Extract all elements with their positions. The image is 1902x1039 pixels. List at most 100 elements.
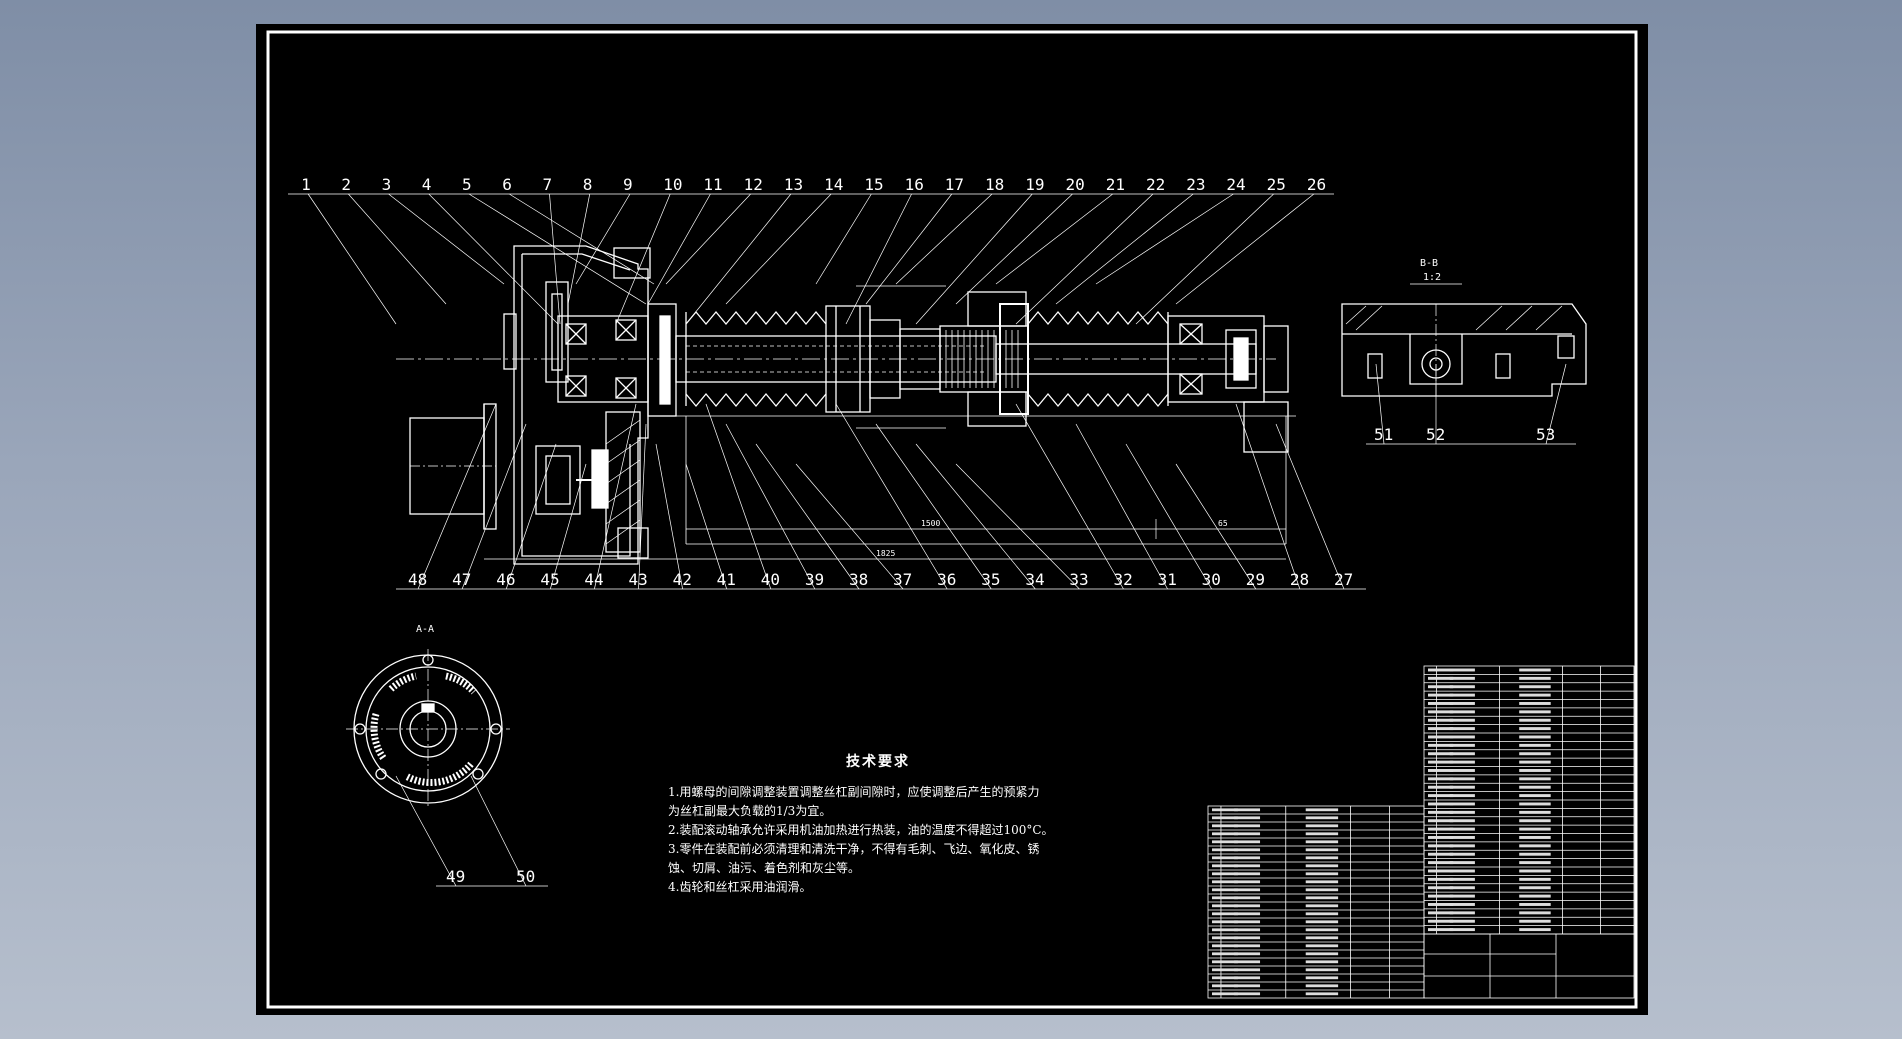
table-cell-text [1428, 693, 1454, 697]
leader-line [955, 463, 1080, 590]
table-cell-text [1305, 896, 1339, 900]
table-cell-text [1212, 880, 1238, 884]
leader-line [895, 193, 993, 285]
leader-line [705, 403, 772, 590]
table-cell-text [1428, 743, 1454, 747]
tech-requirement-line: 为丝杠副最大负载的1/3为宜。 [668, 804, 832, 818]
table-cell-text [1428, 802, 1454, 806]
leader-line [615, 193, 671, 325]
table-cell-text [1449, 735, 1475, 739]
leader-line [505, 443, 557, 590]
balloon-label: 24 [1226, 175, 1245, 194]
balloon-label: 13 [784, 175, 803, 194]
table-cell-text [1519, 802, 1551, 806]
table-cell-text [1234, 856, 1261, 860]
table-cell-text [1212, 928, 1238, 932]
balloon-label: 39 [805, 570, 824, 589]
table-cell-text [1428, 727, 1454, 731]
table-cell-text [1234, 944, 1261, 948]
table-cell-text [1428, 735, 1454, 739]
dimension-1500: 1500 [921, 519, 940, 528]
table-cell-text [1449, 685, 1475, 689]
balloon-label: 22 [1146, 175, 1165, 194]
table-cell-text [1212, 864, 1238, 868]
balloon-label: 25 [1267, 175, 1286, 194]
table-cell-text [1449, 710, 1475, 714]
leader-line [1175, 193, 1315, 305]
balloon-label: 5 [462, 175, 472, 194]
parts-list-table [1207, 665, 1635, 999]
table-cell-text [1428, 852, 1454, 856]
table-cell-text [1212, 824, 1238, 828]
table-cell-text [1519, 785, 1551, 789]
leader-line [1055, 193, 1194, 305]
balloon-label: 37 [893, 570, 912, 589]
table-cell-text [1305, 864, 1339, 868]
table-cell-text [1234, 880, 1261, 884]
leader-line [995, 193, 1113, 285]
table-cell-text [1449, 886, 1475, 890]
table-cell-text [1305, 832, 1339, 836]
table-cell-text [1449, 760, 1475, 764]
table-cell-text [1519, 794, 1551, 798]
table-cell-text [1305, 936, 1339, 940]
table-cell-text [1519, 894, 1551, 898]
tech-requirement-line: 蚀、切屑、油污、着色剂和灰尘等。 [668, 861, 861, 875]
leader-line [395, 775, 457, 887]
table-cell-text [1305, 888, 1339, 892]
table-cell-text [1212, 912, 1238, 916]
table-cell-text [1428, 760, 1454, 764]
leader-line [638, 423, 647, 590]
table-cell-text [1234, 984, 1261, 988]
section-b-scale: 1:2 [1423, 272, 1441, 283]
leader-line [468, 193, 647, 305]
table-cell-text [1449, 810, 1475, 814]
drive-gear [545, 281, 569, 383]
table-cell-text [1305, 848, 1339, 852]
table-cell-text [1519, 903, 1551, 906]
table-cell-text [1212, 976, 1238, 980]
table-cell-text [1449, 861, 1475, 865]
tech-requirement-line: 3.零件在装配前必须清理和清洗干净，不得有毛刺、飞边、氧化皮、锈 [668, 842, 1040, 856]
table-cell-text [1305, 808, 1339, 812]
table-cell-text [1305, 824, 1339, 828]
table-cell-text [1305, 872, 1339, 876]
table-cell-text [1212, 832, 1238, 836]
table-cell-text [1305, 928, 1339, 932]
table-cell-text [1428, 911, 1454, 915]
balloon-label: 26 [1307, 175, 1326, 194]
table-cell-text [1449, 852, 1475, 856]
balloon-label: 4 [422, 175, 432, 194]
table-cell-text [1428, 827, 1454, 831]
table-cell-text [1234, 952, 1261, 956]
table-cell-text [1519, 769, 1551, 772]
balloon-label: 17 [945, 175, 964, 194]
leader-line [1015, 403, 1124, 590]
inner-border [266, 30, 1638, 1009]
table-cell-text [1428, 785, 1454, 789]
table-cell-text [1305, 904, 1339, 908]
table-cell-text [1212, 840, 1238, 844]
table-cell-text [1449, 702, 1475, 705]
table-cell-text [1449, 718, 1475, 722]
leader-line [549, 463, 587, 590]
table-cell-text [1428, 894, 1454, 898]
balloon-label: 16 [905, 175, 924, 194]
table-cell-text [1212, 952, 1238, 956]
main-assembly-view [396, 245, 1296, 565]
leader-line [755, 443, 860, 590]
balloon-label: 43 [629, 570, 648, 589]
table-cell-text [1305, 944, 1339, 948]
table-cell-text [1305, 912, 1339, 916]
leader-line [388, 193, 505, 285]
table-cell-text [1212, 808, 1238, 812]
table-cell-text [1449, 827, 1475, 831]
leader-line [835, 403, 948, 590]
balloon-label: 33 [1069, 570, 1088, 589]
table-cell-text [1519, 827, 1551, 831]
table-cell-text [1519, 928, 1551, 932]
table-cell-text [1449, 693, 1475, 697]
table-cell-text [1234, 960, 1261, 964]
